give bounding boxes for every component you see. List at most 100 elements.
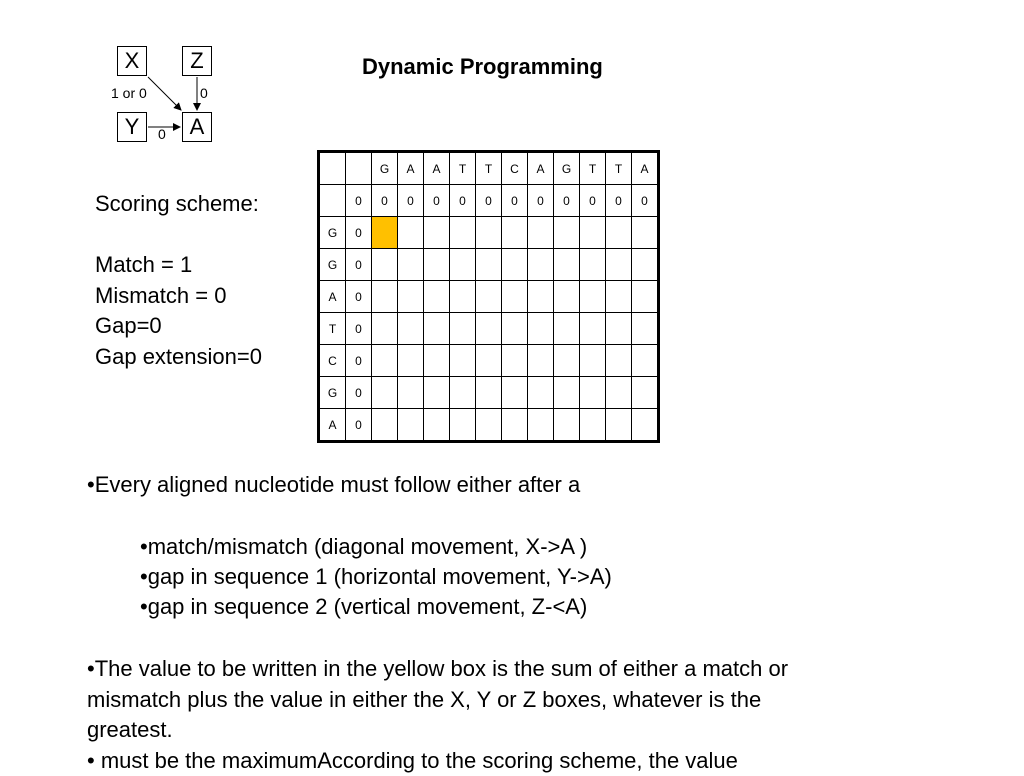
matrix-cell: [424, 409, 450, 442]
diagonal-arrow: [148, 77, 181, 110]
matrix-cell: [450, 313, 476, 345]
bullet-intro: •Every aligned nucleotide must follow ei…: [87, 470, 580, 501]
matrix-cell: [580, 345, 606, 377]
matrix-cell: [424, 377, 450, 409]
matrix-cell: 0: [398, 185, 424, 217]
matrix-cell: [606, 313, 632, 345]
matrix-cell: [476, 409, 502, 442]
matrix-cell: [476, 345, 502, 377]
matrix-cell: [398, 249, 424, 281]
matrix-cell: G: [554, 152, 580, 185]
matrix-cell: [398, 377, 424, 409]
matrix-cell: [554, 345, 580, 377]
horizontal-score-label: 0: [158, 126, 166, 142]
matrix-cell: 0: [502, 185, 528, 217]
matrix-cell: A: [424, 152, 450, 185]
matrix-cell: [606, 281, 632, 313]
matrix-cell: [502, 217, 528, 249]
highlighted-cell: [372, 217, 398, 249]
matrix-cell: [554, 313, 580, 345]
matrix-cell: [372, 409, 398, 442]
matrix-cell: [319, 185, 346, 217]
matrix-cell: T: [476, 152, 502, 185]
matrix-cell: [450, 377, 476, 409]
matrix-cell: [632, 313, 659, 345]
matrix-cell: [398, 217, 424, 249]
matrix-cell: [502, 409, 528, 442]
matrix-cell: 0: [632, 185, 659, 217]
box-x: X: [117, 46, 147, 76]
matrix-cell: [606, 377, 632, 409]
matrix-cell: 0: [346, 249, 372, 281]
matrix-cell: [632, 409, 659, 442]
scoring-mismatch: Mismatch = 0: [95, 281, 262, 312]
matrix-cell: C: [502, 152, 528, 185]
matrix-cell: [398, 313, 424, 345]
matrix-cell: [372, 281, 398, 313]
matrix-cell: [632, 249, 659, 281]
matrix-cell: T: [319, 313, 346, 345]
matrix-cell: [372, 345, 398, 377]
matrix-cell: [554, 281, 580, 313]
matrix-cell: 0: [476, 185, 502, 217]
matrix-cell: [580, 249, 606, 281]
bullet-sub-vertical: •gap in sequence 2 (vertical movement, Z…: [140, 592, 587, 623]
matrix-cell: [476, 217, 502, 249]
matrix-cell: [632, 217, 659, 249]
scoring-scheme: Scoring scheme: Match = 1 Mismatch = 0 G…: [95, 189, 262, 372]
matrix-cell: 0: [346, 281, 372, 313]
matrix-cell: [319, 152, 346, 185]
bullet-sub-horizontal: •gap in sequence 1 (horizontal movement,…: [140, 562, 612, 593]
matrix-cell: [476, 249, 502, 281]
matrix-cell: A: [398, 152, 424, 185]
matrix-cell: [554, 377, 580, 409]
paragraph-line: greatest.: [87, 715, 788, 746]
matrix-cell: [528, 313, 554, 345]
scoring-gap: Gap=0: [95, 311, 262, 342]
matrix-cell: [424, 281, 450, 313]
diagonal-score-label: 1 or 0: [111, 85, 147, 101]
matrix-cell: 0: [346, 377, 372, 409]
matrix-cell: [398, 345, 424, 377]
matrix-cell: [632, 377, 659, 409]
matrix-cell: 0: [528, 185, 554, 217]
matrix-cell: G: [319, 377, 346, 409]
matrix-cell: 0: [346, 313, 372, 345]
matrix-cell: [632, 345, 659, 377]
matrix-cell: [554, 217, 580, 249]
matrix-cell: [398, 409, 424, 442]
matrix-cell: G: [319, 249, 346, 281]
matrix-cell: [580, 377, 606, 409]
scoring-match: Match = 1: [95, 250, 262, 281]
matrix-cell: [528, 281, 554, 313]
matrix-cell: T: [606, 152, 632, 185]
vertical-score-label: 0: [200, 85, 208, 101]
matrix-cell: 0: [346, 409, 372, 442]
matrix-cell: [528, 409, 554, 442]
matrix-cell: [424, 345, 450, 377]
matrix-cell: [450, 249, 476, 281]
matrix-cell: G: [319, 217, 346, 249]
paragraph-line: mismatch plus the value in either the X,…: [87, 685, 788, 716]
matrix-cell: [528, 345, 554, 377]
scoring-gap-extension: Gap extension=0: [95, 342, 262, 373]
matrix-cell: 0: [606, 185, 632, 217]
matrix-cell: 0: [346, 345, 372, 377]
matrix-cell: [580, 409, 606, 442]
matrix-cell: [606, 345, 632, 377]
bullet-sub-diagonal: •match/mismatch (diagonal movement, X->A…: [140, 532, 587, 563]
matrix-cell: [606, 217, 632, 249]
matrix-cell: [476, 313, 502, 345]
matrix-cell: [502, 249, 528, 281]
scoring-heading: Scoring scheme:: [95, 189, 262, 220]
matrix-cell: [476, 377, 502, 409]
matrix-cell: C: [319, 345, 346, 377]
matrix-cell: [424, 249, 450, 281]
matrix-cell: 0: [346, 185, 372, 217]
matrix-cell: [450, 409, 476, 442]
